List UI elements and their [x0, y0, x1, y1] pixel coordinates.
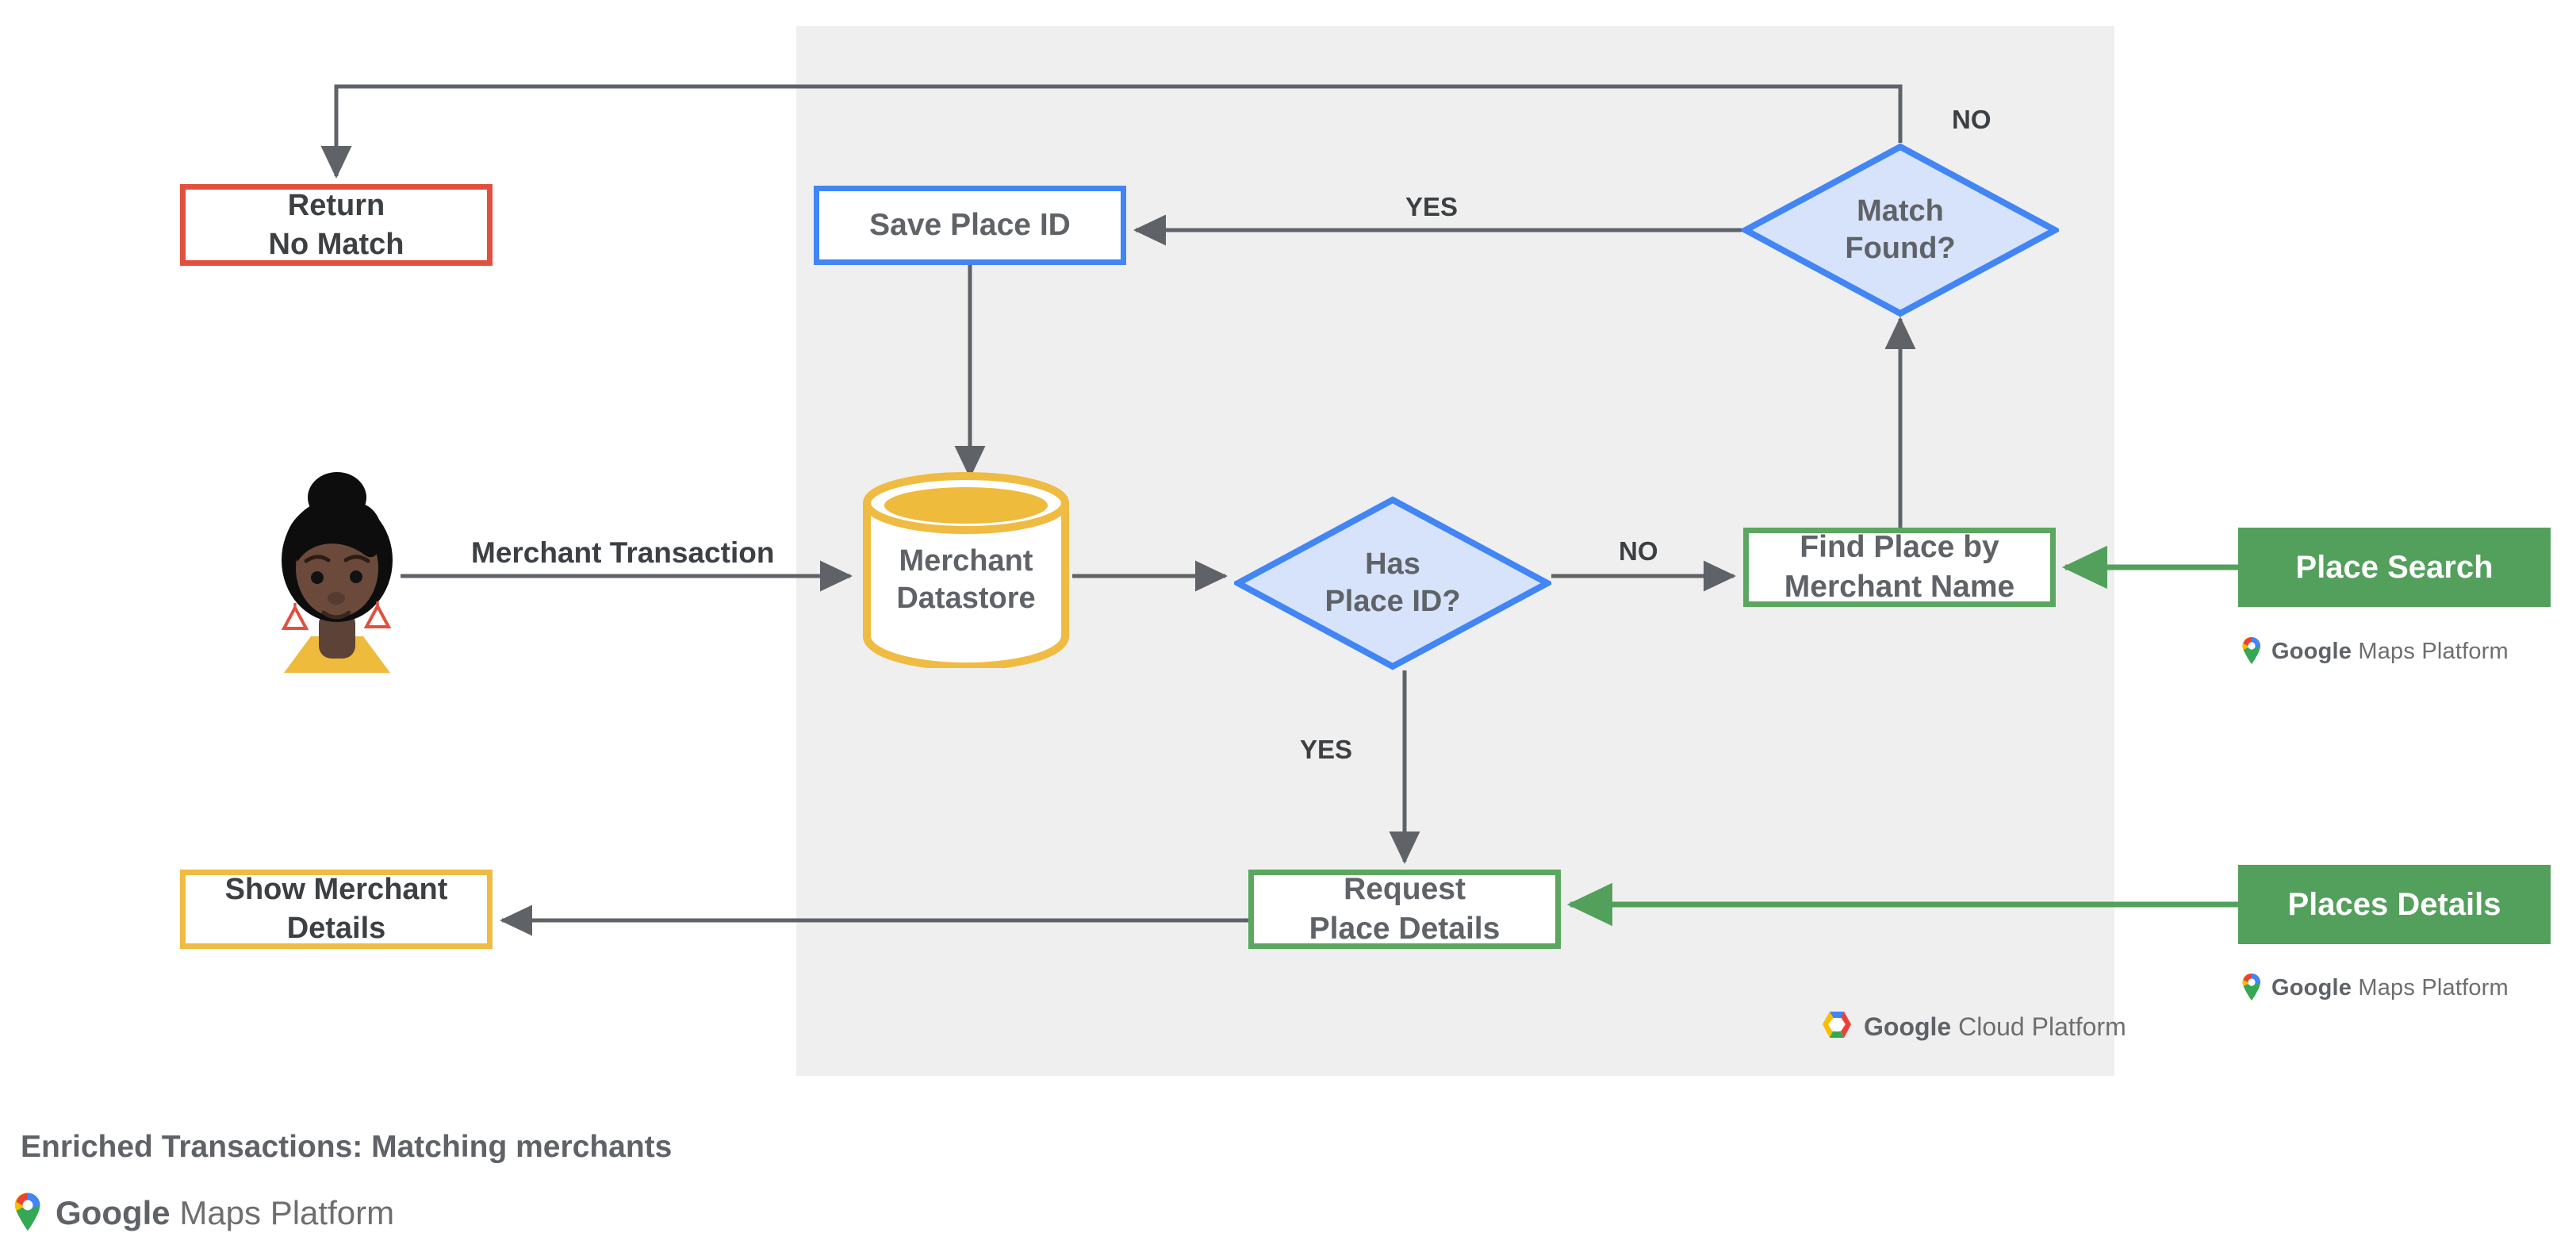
node-save-place-id[interactable]: Save Place ID	[814, 186, 1126, 265]
edge-label-match-found-no: NO	[1952, 105, 1991, 134]
maps-platform-attribution-text: Google Maps Platform	[2271, 975, 2509, 1001]
edge-label-merchant-transaction: Merchant Transaction	[471, 536, 775, 569]
diagram-title: Enriched Transactions: Matching merchant…	[21, 1130, 673, 1164]
caption-maps-platform-attribution: Google Maps Platform	[11, 1189, 394, 1236]
node-has-place-id-label: Has Place ID?	[1324, 547, 1461, 619]
google-cloud-hexagon-icon	[1819, 1009, 1854, 1045]
edge-label-match-found-yes: YES	[1405, 192, 1459, 221]
node-match-found-label: Match Found?	[1845, 194, 1956, 266]
node-merchant-datastore[interactable]: Merchant Datastore	[860, 471, 1072, 668]
node-request-place-details[interactable]: Request Place Details	[1248, 870, 1561, 949]
maps-platform-attribution-place-search: Google Maps Platform	[2240, 635, 2509, 669]
maps-platform-suffix: Maps Platform	[2352, 639, 2509, 664]
google-wordmark: Google	[2271, 639, 2352, 664]
maps-platform-suffix: Maps Platform	[2352, 975, 2509, 1000]
node-has-place-id[interactable]: Has Place ID?	[1234, 496, 1551, 670]
edge-label-has-place-id-yes: YES	[1300, 735, 1353, 764]
maps-platform-attribution-text: Google Maps Platform	[2271, 639, 2509, 665]
chip-place-search[interactable]: Place Search	[2238, 528, 2551, 607]
google-cloud-platform-attribution: Google Cloud Platform	[1819, 1009, 2126, 1045]
node-show-merchant-details[interactable]: Show Merchant Details	[180, 870, 493, 949]
google-maps-pin-icon	[2240, 971, 2264, 1005]
edge-label-has-place-id-no: NO	[1619, 536, 1658, 566]
node-merchant-datastore-label: Merchant Datastore	[896, 543, 1036, 616]
caption-attribution-text: Google Maps Platform	[56, 1194, 394, 1232]
chip-places-details[interactable]: Places Details	[2238, 865, 2551, 944]
maps-platform-attribution-places-details: Google Maps Platform	[2240, 971, 2509, 1005]
google-maps-pin-icon	[2240, 635, 2264, 669]
google-cloud-platform-text: Google Cloud Platform	[1864, 1012, 2126, 1042]
node-find-place-by-merchant-name[interactable]: Find Place by Merchant Name	[1743, 528, 2056, 607]
google-wordmark: Google	[2271, 975, 2352, 1000]
maps-platform-suffix: Maps Platform	[170, 1193, 395, 1231]
avatar	[262, 460, 412, 674]
google-wordmark: Google	[56, 1193, 171, 1231]
google-wordmark: Google	[1864, 1012, 1952, 1041]
google-maps-pin-icon	[11, 1189, 44, 1236]
cloud-platform-suffix: Cloud Platform	[1951, 1012, 2126, 1041]
node-match-found[interactable]: Match Found?	[1742, 143, 2059, 317]
node-return-no-match[interactable]: Return No Match	[180, 184, 493, 266]
